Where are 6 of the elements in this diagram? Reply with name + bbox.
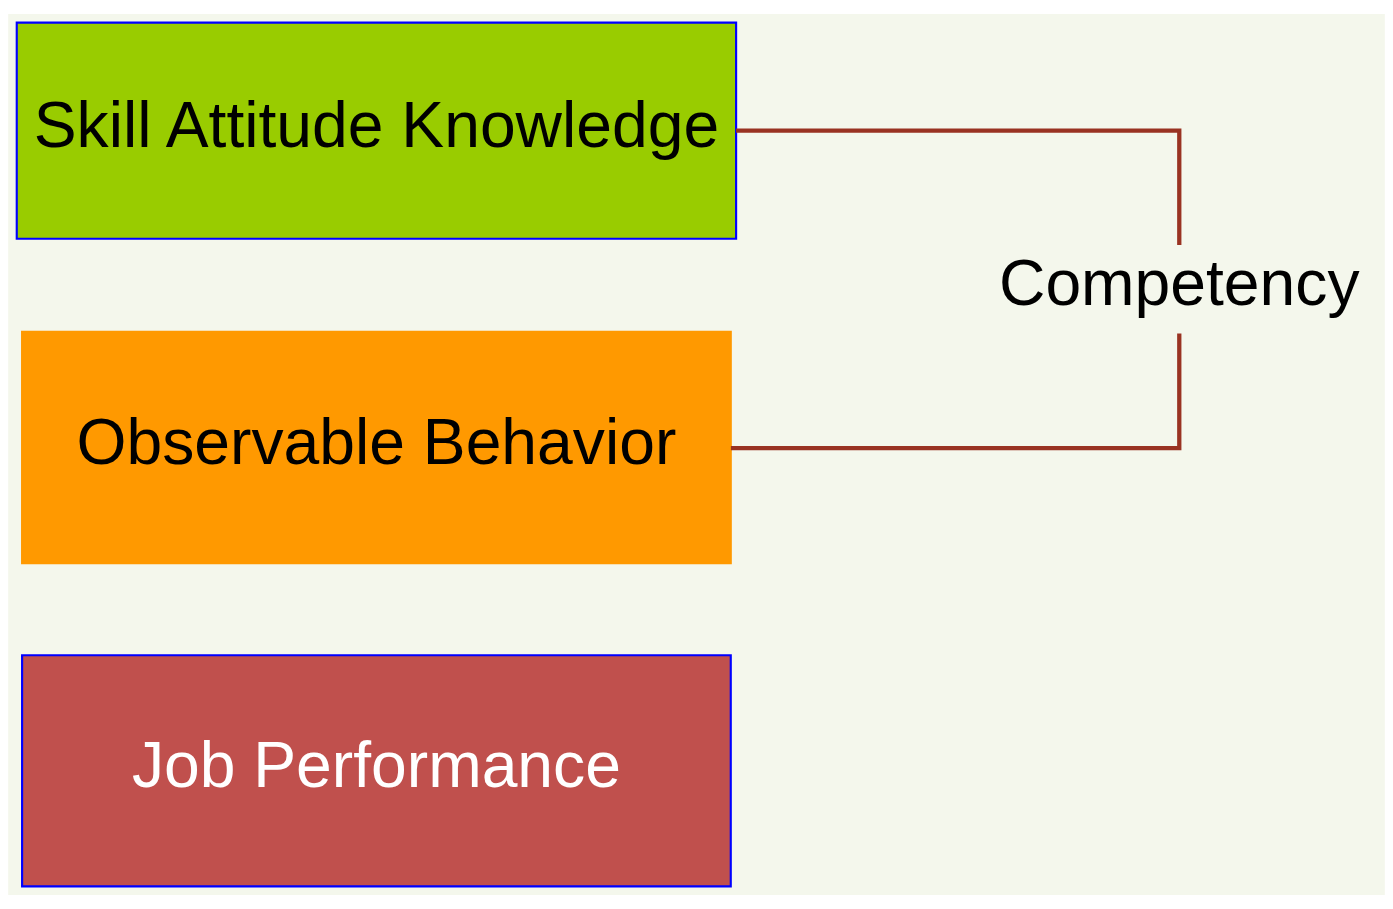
node-box: Job Performance (21, 654, 732, 888)
node-box: Skill Attitude Knowledge (15, 21, 738, 240)
node-box: Observable Behavior (21, 330, 732, 565)
connector (736, 128, 1182, 245)
node-text: Competency (999, 247, 1360, 320)
connector (730, 333, 1182, 451)
